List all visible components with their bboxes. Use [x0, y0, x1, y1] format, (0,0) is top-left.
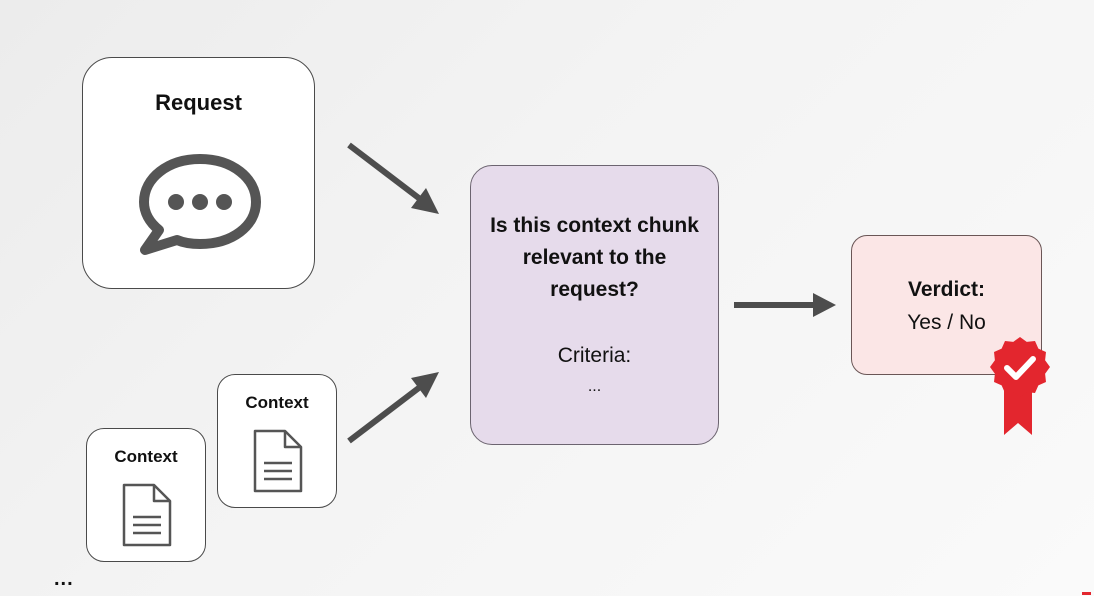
context-label: Context — [114, 447, 178, 466]
corner-accent — [1082, 592, 1091, 595]
question-text: Is this context chunk relevant to the re… — [490, 214, 699, 301]
verdict-value: Yes / No — [907, 311, 986, 334]
document-icon — [120, 483, 174, 552]
verified-badge-icon — [988, 337, 1052, 442]
context-label: Context — [245, 393, 309, 412]
request-title: Request — [155, 90, 242, 115]
arrow-context-to-question — [347, 372, 439, 444]
chat-bubble-icon — [136, 150, 264, 261]
arrow-request-to-question — [347, 142, 439, 214]
question-card: Is this context chunk relevant to the re… — [470, 165, 719, 445]
context-card: Context — [86, 428, 206, 562]
criteria-placeholder: ... — [587, 378, 602, 395]
arrow-question-to-verdict — [734, 293, 836, 317]
document-icon — [251, 429, 305, 498]
more-contexts-indicator: ... — [54, 568, 74, 590]
request-card: Request — [82, 57, 315, 289]
verdict-label: Verdict: — [907, 278, 986, 301]
context-card: Context — [217, 374, 337, 508]
criteria-label: Criteria: — [557, 344, 632, 367]
